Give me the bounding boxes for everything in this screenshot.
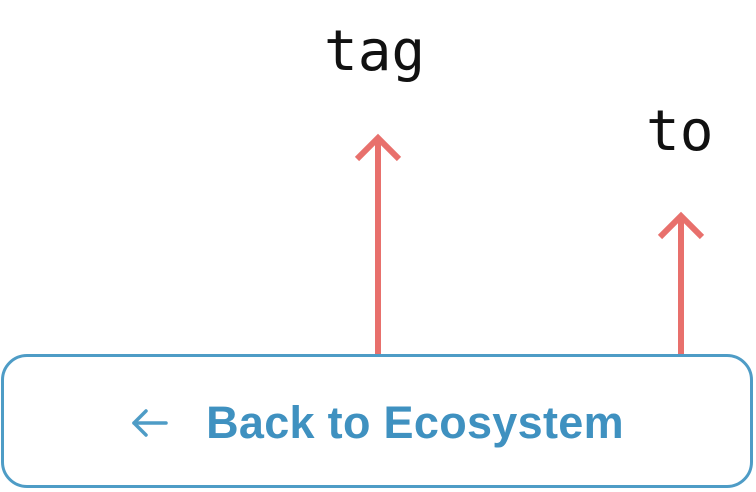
annotation-label-tag: tag xyxy=(324,19,426,84)
back-to-ecosystem-label: Back to Ecosystem xyxy=(206,396,624,448)
annotation-label-to: to xyxy=(646,99,714,164)
arrow-left-icon xyxy=(132,409,168,437)
back-to-ecosystem-button[interactable]: Back to Ecosystem xyxy=(1,354,753,488)
arrow-head-tag xyxy=(354,133,402,162)
arrow-to-tag xyxy=(354,133,402,384)
arrow-head-to xyxy=(657,211,705,240)
